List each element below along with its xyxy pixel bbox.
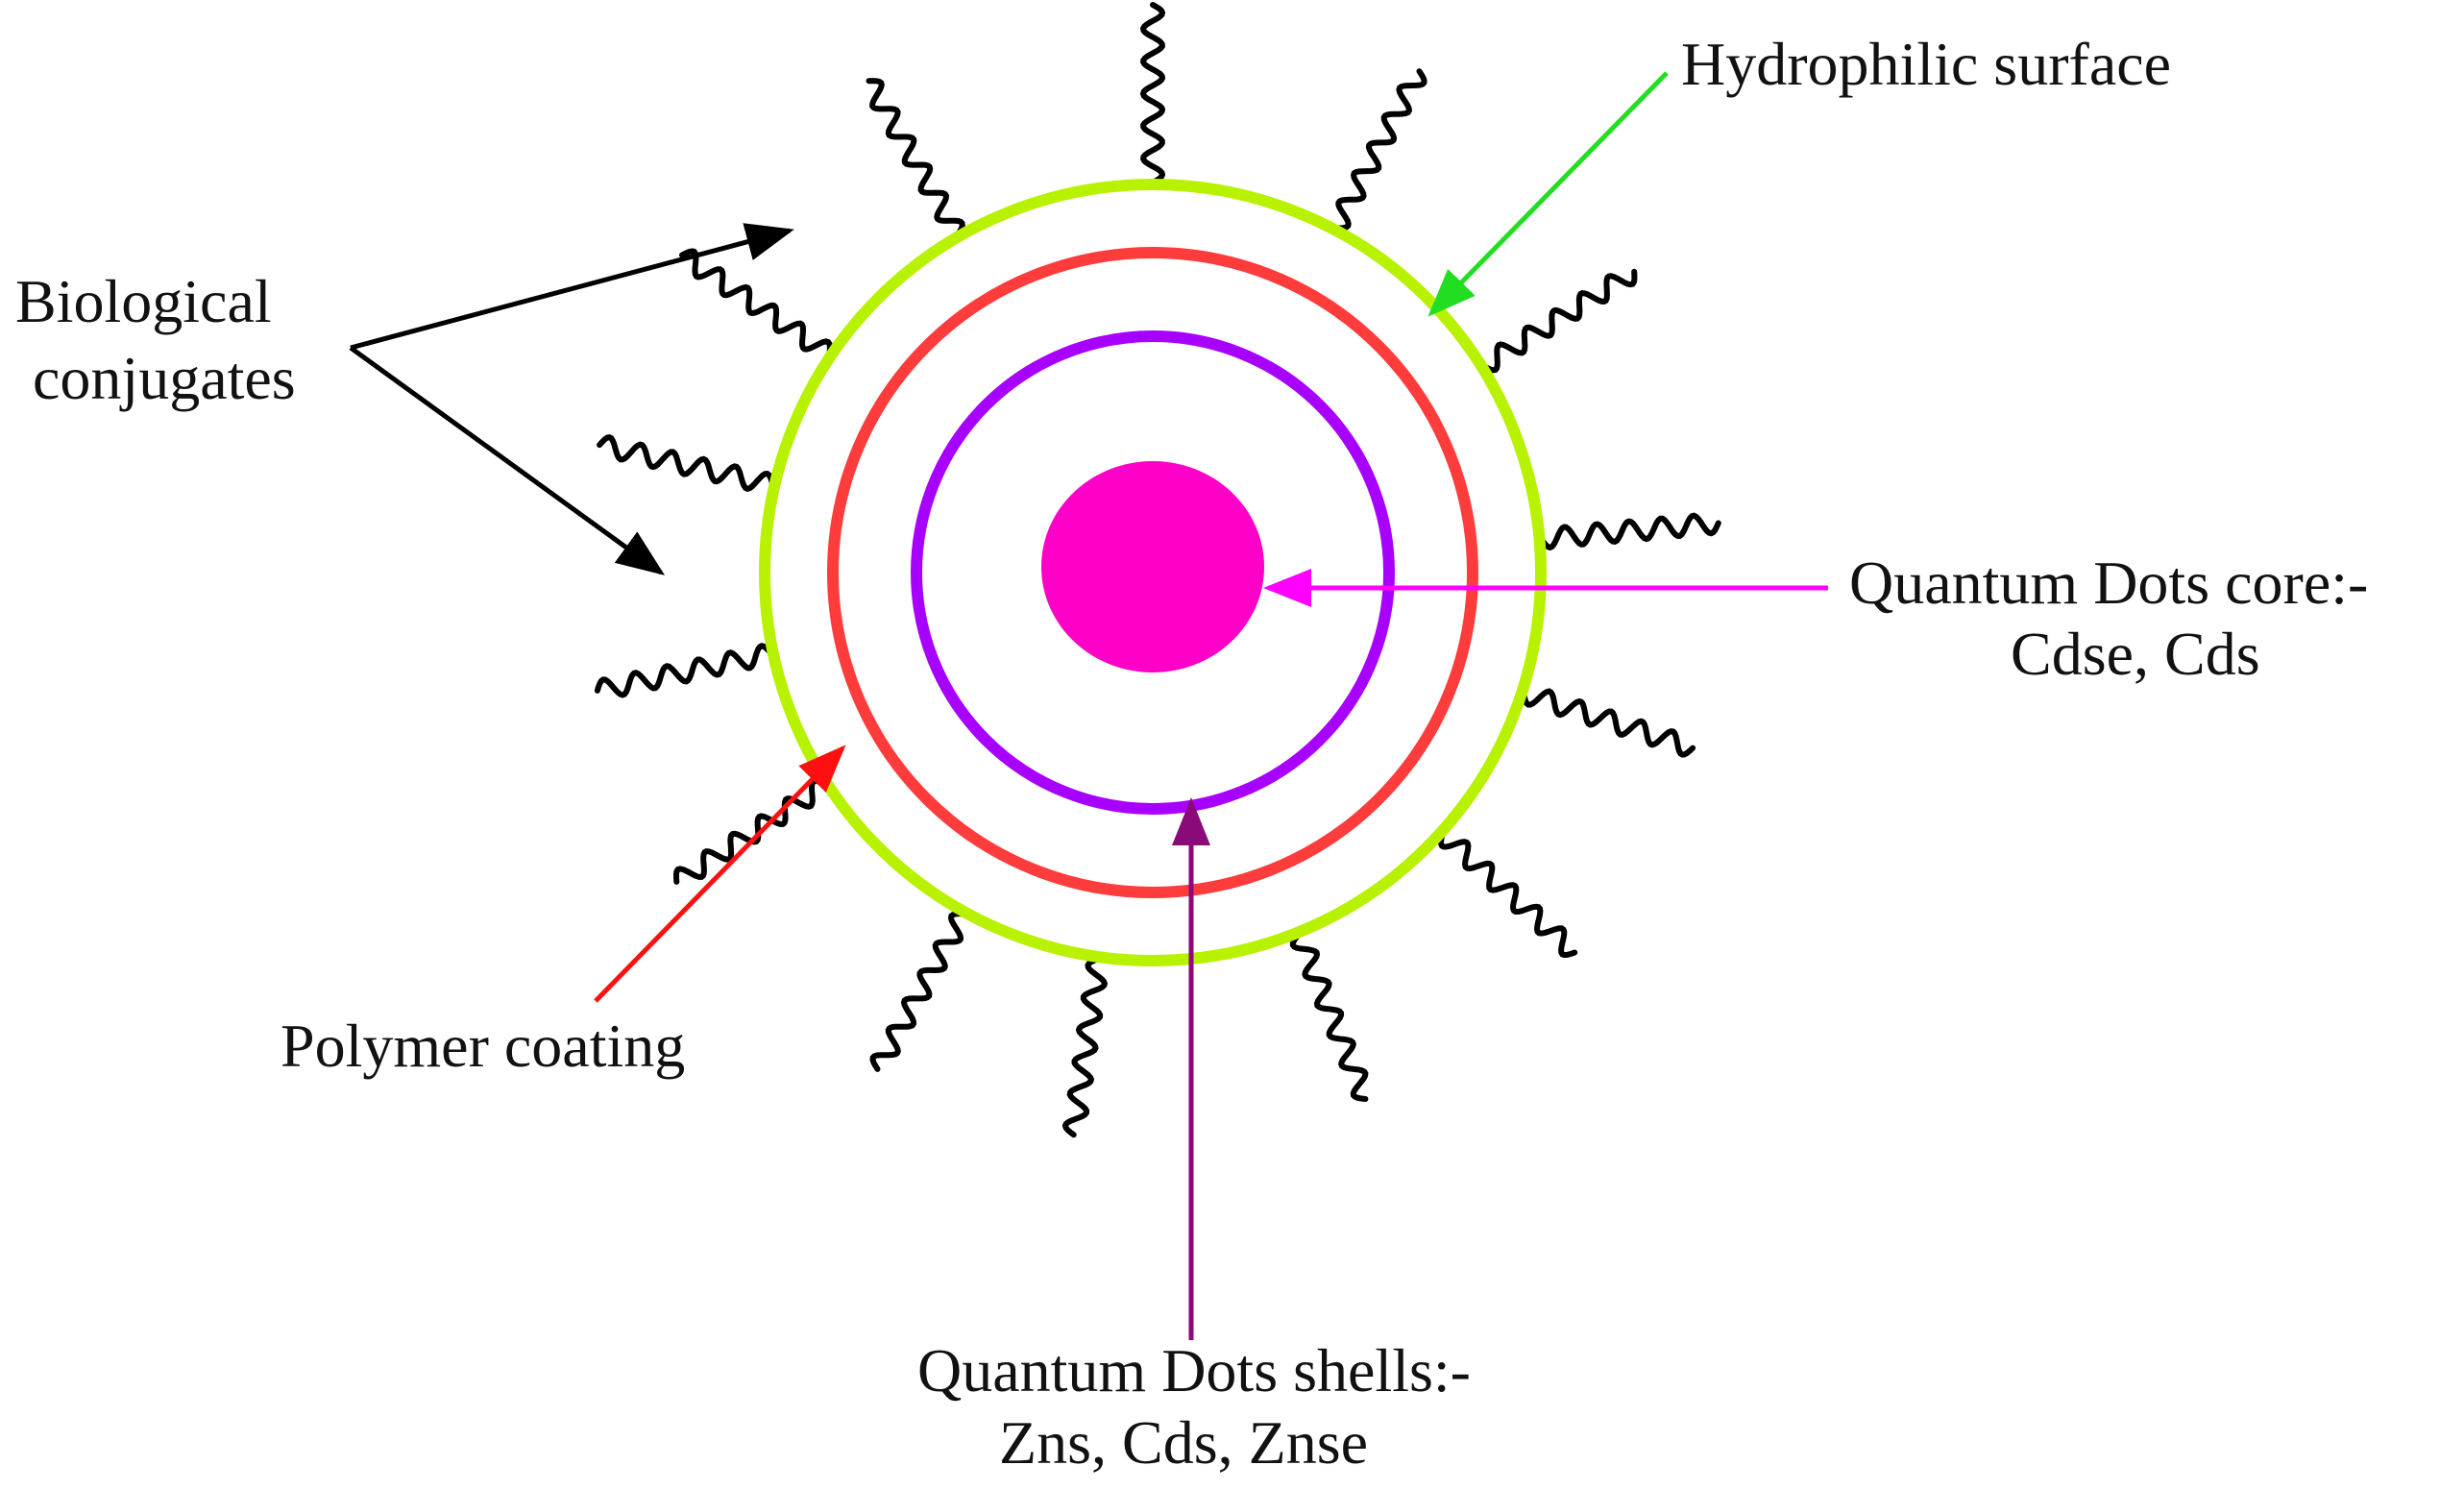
polymer-coating-ring — [827, 247, 1478, 898]
quantum-dot-core — [1041, 461, 1264, 672]
conjugate-chain-6 — [1438, 830, 1578, 959]
quantum-dot-shell-ring — [911, 330, 1395, 815]
conjugate-chain-11 — [594, 643, 774, 698]
quantum-dots-core-label-line2: Cdse, Cds — [2011, 620, 2260, 688]
conjugate-arrow-upper — [350, 223, 794, 351]
conjugate-arrow-lower — [349, 345, 666, 575]
hydrophilic-surface-label: Hydrophilic surface — [1681, 30, 2171, 98]
conjugate-chain-4 — [1538, 512, 1721, 551]
conjugate-chain-8 — [1061, 956, 1109, 1138]
conjugate-chain-14 — [866, 78, 965, 238]
quantum-dots-shells-label-line1: Quantum Dots shells:- — [917, 1336, 1471, 1405]
conjugate-chain-1 — [1139, 2, 1166, 185]
polymer-arrow — [594, 745, 846, 1003]
conjugate-chain-3 — [1480, 268, 1638, 374]
conjugate-chain-5 — [1521, 688, 1696, 758]
conjugate-chain-9 — [869, 911, 967, 1072]
hydrophilic-arrow — [1427, 71, 1669, 317]
quantum-dots-core-label-line1: Quantum Dots core:- — [1849, 549, 2368, 617]
hydrophilic-surface-ring — [759, 179, 1547, 966]
biological-conjugates-label-line2: conjugates — [33, 344, 296, 412]
biological-conjugates-label-line1: Biological — [15, 267, 272, 335]
polymer-coating-label: Polymer coating — [281, 1012, 685, 1080]
conjugate-chain-10 — [673, 777, 829, 885]
conjugate-chain-7 — [1289, 931, 1369, 1102]
conjugate-chain-2 — [1332, 68, 1427, 232]
conjugate-chain-12 — [597, 434, 776, 492]
conjugate-chain-13 — [679, 248, 833, 357]
biological-conjugate-chains — [594, 2, 1721, 1138]
quantum-dots-shells-label-line2: Zns, Cds, Znse — [999, 1408, 1368, 1477]
